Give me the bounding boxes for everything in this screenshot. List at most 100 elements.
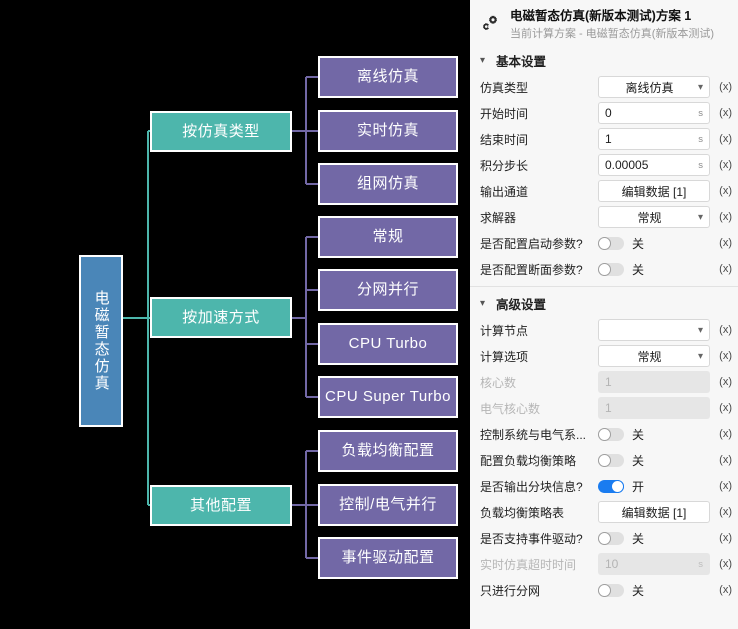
- diagram-leaf-label: 离线仿真: [356, 68, 419, 86]
- integration-step-input[interactable]: 0.00005 s: [598, 154, 710, 176]
- row-config-section-params: 是否配置断面参数? 关 (x): [470, 256, 738, 282]
- diagram-branch-label: 按加速方式: [182, 308, 260, 326]
- cogs-icon: [478, 8, 504, 34]
- control-electrical-system-toggle[interactable]: [598, 427, 624, 441]
- row-label: 结束时间: [480, 132, 529, 147]
- diagram-leaf-2-2[interactable]: 事件驱动配置: [318, 537, 458, 579]
- row-compute-option: 计算选项 常规 ▾ (x): [470, 343, 738, 369]
- panel-subtitle: 当前计算方案 - 电磁暂态仿真(新版本测试): [510, 28, 715, 40]
- solver-select[interactable]: 常规 ▾: [598, 206, 710, 228]
- toggle-state-label: 关: [632, 236, 645, 251]
- configure-load-balance-toggle[interactable]: [598, 453, 624, 467]
- diagram-leaf-1-0[interactable]: 常规: [318, 216, 458, 258]
- row-configure-load-balance: 配置负载均衡策略 关 (x): [470, 447, 738, 473]
- expression-toggle[interactable]: (x): [719, 107, 732, 119]
- diagram-branch-2[interactable]: 其他配置: [150, 485, 292, 526]
- diagram-leaf-1-3[interactable]: CPU Super Turbo: [318, 376, 458, 418]
- expression-toggle[interactable]: (x): [719, 81, 732, 93]
- diagram-node-root[interactable]: 电磁暂态仿真: [79, 255, 123, 427]
- expression-toggle[interactable]: (x): [719, 428, 732, 440]
- row-control-electrical-system: 控制系统与电气系... 关 (x): [470, 421, 738, 447]
- panel-title: 电磁暂态仿真(新版本测试)方案 1: [510, 9, 692, 23]
- expression-toggle[interactable]: (x): [719, 211, 732, 223]
- diagram-leaf-label: 负载均衡配置: [341, 442, 435, 460]
- expression-toggle[interactable]: (x): [719, 454, 732, 466]
- value: 1: [605, 375, 612, 389]
- diagram-leaf-2-1[interactable]: 控制/电气并行: [318, 484, 458, 526]
- value: 0.00005: [605, 158, 649, 172]
- row-label: 是否配置启动参数?: [480, 236, 583, 251]
- expression-toggle[interactable]: (x): [719, 402, 732, 414]
- config-startup-params-toggle[interactable]: [598, 236, 624, 250]
- expression-toggle[interactable]: (x): [719, 263, 732, 275]
- support-event-driven-toggle[interactable]: [598, 531, 624, 545]
- row-label: 核心数: [480, 375, 517, 390]
- row-output-channel: 输出通道 编辑数据 [1] (x): [470, 178, 738, 204]
- value: 编辑数据 [1]: [621, 505, 687, 520]
- section-header-basic[interactable]: ▾ 基本设置: [470, 46, 738, 74]
- row-label: 是否支持事件驱动?: [480, 531, 583, 546]
- value: 编辑数据 [1]: [621, 184, 687, 199]
- row-label: 计算节点: [480, 323, 529, 338]
- config-section-params-toggle[interactable]: [598, 262, 624, 276]
- toggle-state-label: 关: [632, 262, 645, 277]
- section-title: 基本设置: [496, 55, 547, 69]
- expression-toggle[interactable]: (x): [719, 506, 732, 518]
- divider: [470, 286, 738, 287]
- chevron-down-icon: ▾: [697, 324, 703, 336]
- expression-toggle[interactable]: (x): [719, 532, 732, 544]
- row-label: 是否配置断面参数?: [480, 262, 583, 277]
- output-channel-edit-button[interactable]: 编辑数据 [1]: [598, 180, 710, 202]
- row-label: 开始时间: [480, 106, 529, 121]
- output-block-info-toggle[interactable]: [598, 479, 624, 493]
- end-time-input[interactable]: 1 s: [598, 128, 710, 150]
- row-solver: 求解器 常规 ▾ (x): [470, 204, 738, 230]
- unit: s: [698, 133, 703, 145]
- expression-toggle[interactable]: (x): [719, 237, 732, 249]
- diagram-leaf-1-2[interactable]: CPU Turbo: [318, 323, 458, 365]
- chevron-down-icon: ▾: [697, 81, 703, 93]
- chevron-down-icon: ▾: [480, 54, 486, 66]
- diagram-branch-0[interactable]: 按仿真类型: [150, 111, 292, 152]
- toggle-state-label: 关: [632, 583, 645, 598]
- diagram-leaf-label: CPU Turbo: [348, 335, 428, 353]
- start-time-input[interactable]: 0 s: [598, 102, 710, 124]
- row-label: 电气核心数: [480, 401, 541, 416]
- compute-option-select[interactable]: 常规 ▾: [598, 345, 710, 367]
- row-realtime-timeout: 实时仿真超时时间 10 s (x): [470, 551, 738, 577]
- diagram-leaf-label: 常规: [372, 228, 404, 246]
- section-header-advanced[interactable]: ▾ 高级设置: [470, 289, 738, 317]
- row-support-event-driven: 是否支持事件驱动? 关 (x): [470, 525, 738, 551]
- row-label: 控制系统与电气系...: [480, 427, 587, 442]
- diagram-leaf-0-0[interactable]: 离线仿真: [318, 56, 458, 98]
- diagram-leaf-2-0[interactable]: 负载均衡配置: [318, 430, 458, 472]
- row-simulation-type: 仿真类型 离线仿真 ▾ (x): [470, 74, 738, 100]
- expression-toggle[interactable]: (x): [719, 185, 732, 197]
- expression-toggle[interactable]: (x): [719, 376, 732, 388]
- row-label: 是否输出分块信息?: [480, 479, 583, 494]
- toggle-state-label: 关: [632, 427, 645, 442]
- diagram-branch-label: 其他配置: [189, 496, 252, 514]
- expression-toggle[interactable]: (x): [719, 133, 732, 145]
- expression-toggle[interactable]: (x): [719, 584, 732, 596]
- simulation-type-select[interactable]: 离线仿真 ▾: [598, 76, 710, 98]
- row-label: 输出通道: [480, 184, 529, 199]
- only-partition-toggle[interactable]: [598, 583, 624, 597]
- expression-toggle[interactable]: (x): [719, 324, 732, 336]
- diagram-canvas[interactable]: 电磁暂态仿真 按仿真类型 按加速方式 其他配置 离线仿真 实时仿真 组网仿真 常…: [0, 0, 470, 629]
- diagram-branch-1[interactable]: 按加速方式: [150, 297, 292, 338]
- unit: s: [698, 159, 703, 171]
- row-integration-step: 积分步长 0.00005 s (x): [470, 152, 738, 178]
- expression-toggle[interactable]: (x): [719, 480, 732, 492]
- expression-toggle[interactable]: (x): [719, 159, 732, 171]
- diagram-leaf-0-1[interactable]: 实时仿真: [318, 110, 458, 152]
- load-balance-table-edit-button[interactable]: 编辑数据 [1]: [598, 501, 710, 523]
- diagram-leaf-0-2[interactable]: 组网仿真: [318, 163, 458, 205]
- diagram-node-root-label: 电磁暂态仿真: [92, 290, 110, 392]
- expression-toggle[interactable]: (x): [719, 350, 732, 362]
- expression-toggle[interactable]: (x): [719, 558, 732, 570]
- diagram-leaf-1-1[interactable]: 分网并行: [318, 269, 458, 311]
- compute-node-select[interactable]: ▾: [598, 319, 710, 341]
- row-start-time: 开始时间 0 s (x): [470, 100, 738, 126]
- row-electrical-core-count: 电气核心数 1 (x): [470, 395, 738, 421]
